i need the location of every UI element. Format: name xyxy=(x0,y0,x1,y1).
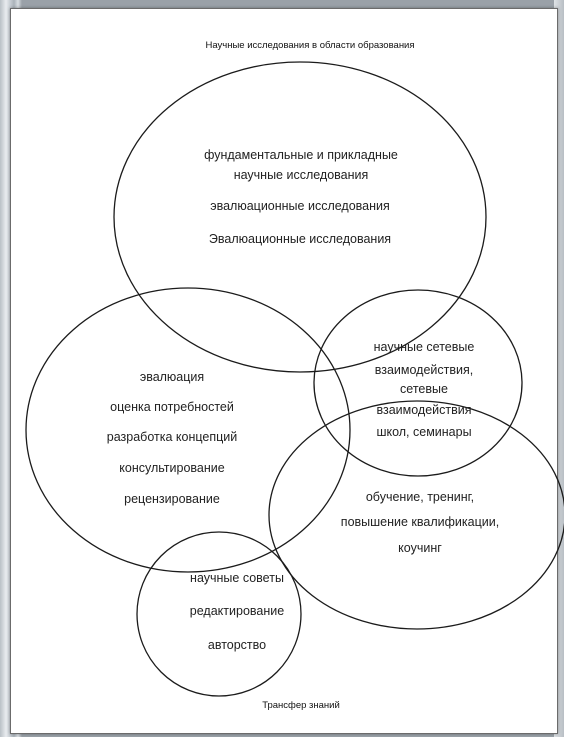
advisory-line-1: научные советы xyxy=(190,571,284,585)
circle-advisory xyxy=(136,531,302,697)
evaluation-line-5: рецензирование xyxy=(124,492,220,506)
circle-networks xyxy=(313,289,523,477)
evaluation-line-4: консультирование xyxy=(119,461,224,475)
research-line-2: научные исследования xyxy=(234,168,369,182)
training-line-1: обучение, тренинг, xyxy=(366,490,474,504)
advisory-line-2: редактирование xyxy=(190,604,284,618)
training-line-2: повышение квалификации, xyxy=(341,515,499,529)
research-line-3: эвалюационные исследования xyxy=(210,199,390,213)
evaluation-line-1: эвалюация xyxy=(140,370,204,384)
advisory-line-3: авторство xyxy=(208,638,266,652)
training-line-3: коучинг xyxy=(398,541,442,555)
background-edge xyxy=(554,0,564,737)
research-line-4: Эвалюационные исследования xyxy=(209,232,391,246)
evaluation-line-3: разработка концепций xyxy=(107,430,237,444)
circle-training xyxy=(268,400,564,630)
networks-line-1: научные сетевые xyxy=(374,340,475,354)
evaluation-line-2: оценка потребностей xyxy=(110,400,234,414)
diagram-footer: Трансфер знаний xyxy=(262,700,340,711)
networks-line-4: взаимодействия xyxy=(376,403,471,417)
circle-research xyxy=(113,61,487,373)
networks-line-5: школ, семинары xyxy=(376,425,471,439)
networks-line-2: взаимодействия, xyxy=(375,363,474,377)
diagram-title: Научные исследования в области образован… xyxy=(205,40,414,51)
research-line-1: фундаментальные и прикладные xyxy=(204,148,398,162)
networks-line-3: сетевые xyxy=(400,382,448,396)
circle-evaluation xyxy=(25,287,351,573)
